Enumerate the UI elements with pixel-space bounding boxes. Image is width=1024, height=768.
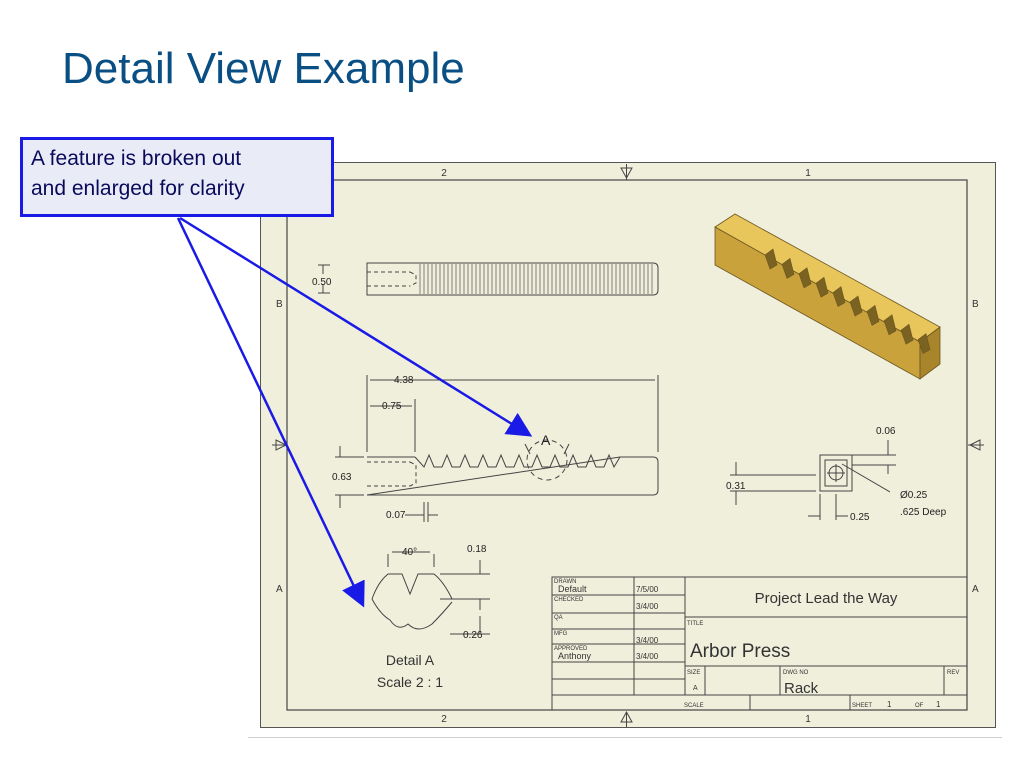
tb-company: Project Lead the Way (755, 590, 898, 607)
tb-approved-label: APPROVED (554, 646, 588, 652)
tb-mfg-date: 3/4/00 (636, 636, 659, 645)
engineering-drawing: 2 1 2 1 B B A A 0.50 (260, 162, 996, 728)
tb-sheet-total: 1 (936, 700, 941, 709)
zone-label-left-b: B (276, 299, 283, 310)
tb-scale-label: SCALE (684, 703, 704, 709)
dim-angle-40: 40° (402, 547, 417, 558)
tb-approved-date: 3/4/00 (636, 652, 659, 661)
tb-of-label: OF (915, 703, 924, 709)
dim-depth: .625 Deep (900, 507, 947, 518)
tb-mfg-label: MFG (554, 631, 568, 637)
rack-isometric-view (714, 213, 941, 380)
tb-size-label: SIZE (687, 670, 700, 676)
dim-0-63: 0.63 (332, 472, 352, 483)
dim-0-18: 0.18 (467, 544, 487, 555)
dim-0-07: 0.07 (386, 510, 406, 521)
tb-dwg-no: Rack (784, 680, 819, 697)
tb-dwg-label: DWG NO (783, 670, 809, 676)
tb-drawn-name: Default (558, 584, 587, 594)
detail-scale: Scale 2 : 1 (377, 674, 443, 690)
tb-sheet-no: 1 (887, 700, 892, 709)
zone-label-right-a: A (972, 584, 979, 595)
rack-side-view (730, 440, 896, 520)
tb-size: A (693, 685, 698, 692)
callout-line-2: and enlarged for clarity (31, 177, 245, 200)
detail-marker-label: A (541, 432, 551, 448)
callout-line-1: A feature is broken out (31, 147, 242, 170)
zone-label-top-1: 1 (805, 168, 811, 179)
callout-box: A feature is broken out and enlarged for… (20, 137, 334, 217)
detail-caption: Detail A (386, 652, 435, 668)
tb-title: Arbor Press (690, 641, 790, 662)
zone-label-bottom-1: 1 (805, 714, 811, 725)
zone-label-right-b: B (972, 299, 979, 310)
tb-drawn-date: 7/5/00 (636, 585, 659, 594)
zone-label-bottom-2: 2 (441, 714, 447, 725)
dim-0-26: 0.26 (463, 630, 483, 641)
slide-title: Detail View Example (62, 44, 465, 93)
tb-drawn-label: DRAWN (554, 579, 576, 585)
dim-4-38: 4.38 (394, 375, 414, 386)
tb-approved-name: Anthony (558, 651, 592, 661)
footer-rule (248, 737, 1002, 738)
tb-qa-label: QA (554, 615, 563, 621)
drawing-sheet (260, 162, 996, 728)
title-block (551, 576, 968, 711)
detail-a-view (371, 551, 490, 635)
zone-label-left-a: A (276, 584, 283, 595)
tb-sheet-label: SHEET (852, 703, 872, 709)
dim-diameter: Ø0.25 (900, 490, 928, 501)
dim-0-31: 0.31 (726, 481, 746, 492)
tb-checked-date: 3/4/00 (636, 602, 659, 611)
dim-0-50: 0.50 (312, 277, 332, 288)
dim-0-25: 0.25 (850, 512, 870, 523)
tb-checked-label: CHECKED (554, 597, 584, 603)
tb-title-label: TITLE (687, 621, 703, 627)
dim-0-06: 0.06 (876, 426, 896, 437)
tb-rev-label: REV (947, 670, 959, 676)
zone-label-top-2: 2 (441, 168, 447, 179)
dim-0-75: 0.75 (382, 401, 402, 412)
